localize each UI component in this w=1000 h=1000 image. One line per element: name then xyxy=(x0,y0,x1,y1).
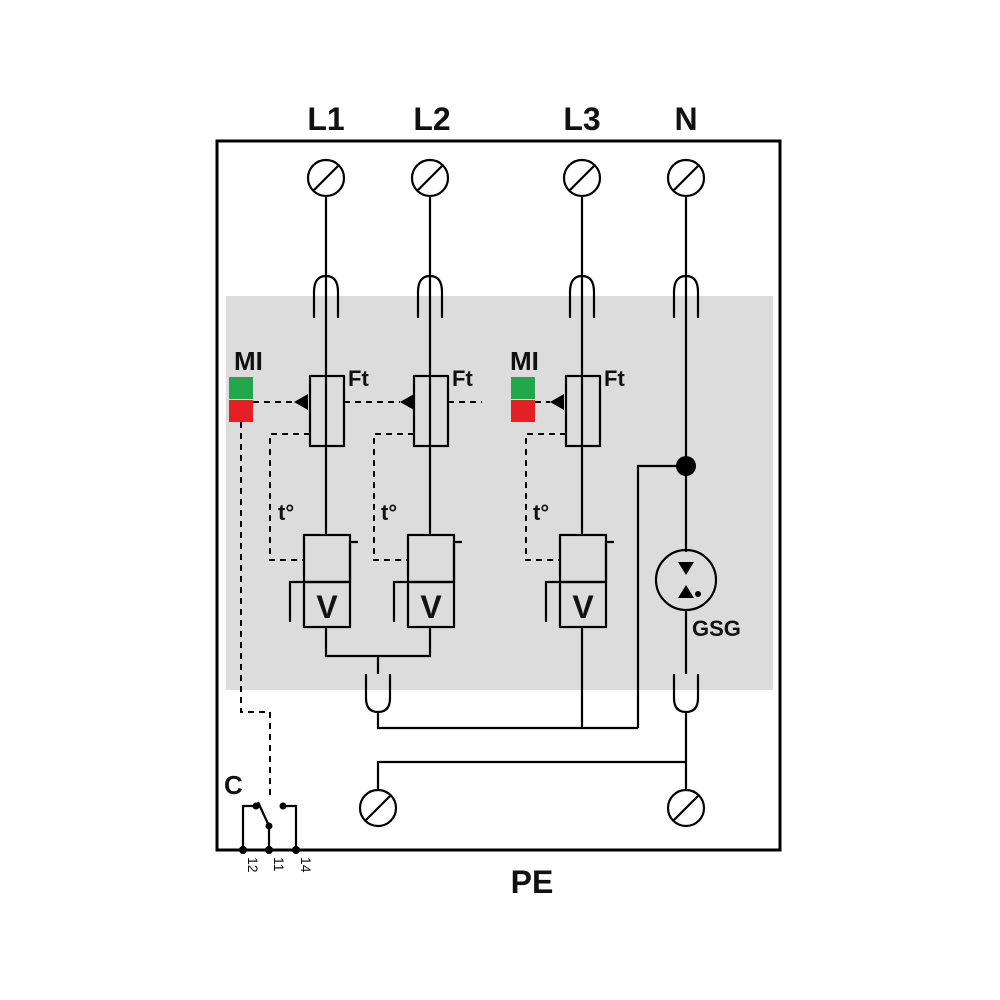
fuse-label-l3: Ft xyxy=(604,366,625,391)
contact-label: C xyxy=(224,770,243,800)
contact-pin-14: 14 xyxy=(298,857,314,873)
fuse-label-l2: Ft xyxy=(452,366,473,391)
contact-pin-12: 12 xyxy=(245,857,261,873)
varistor-label-l3: V xyxy=(572,589,594,625)
mi-label-right: MI xyxy=(510,346,539,376)
varistor-output-wires xyxy=(324,627,584,728)
mi-indicator-ok-right xyxy=(511,377,535,399)
remote-contact-switch xyxy=(239,801,300,854)
varistor-label-l1: V xyxy=(316,589,338,625)
thermal-coupling xyxy=(269,433,566,561)
gsg-label: GSG xyxy=(692,616,741,641)
plug-socket-top xyxy=(312,274,700,318)
fuse-to-varistor-wires xyxy=(324,446,584,535)
n-junction xyxy=(636,456,696,728)
thermal-label-l1: t° xyxy=(278,500,294,525)
phase-wires xyxy=(324,196,688,552)
contact-pin-11: 11 xyxy=(271,857,287,872)
varistor-label-l2: V xyxy=(420,589,442,625)
screw-terminal-pe-right xyxy=(666,788,706,828)
mi-indicator-ok-left xyxy=(229,377,253,399)
protection-module-area xyxy=(226,296,773,690)
thermal-label-l3: t° xyxy=(533,500,549,525)
indicator-linkage xyxy=(240,401,550,800)
return-bus xyxy=(376,712,688,790)
fuse-label-l1: Ft xyxy=(348,366,369,391)
terminal-label-l2: L2 xyxy=(413,101,450,137)
screw-terminal-pe-left xyxy=(358,788,398,828)
terminal-label-l1: L1 xyxy=(307,101,344,137)
terminal-label-n: N xyxy=(674,101,697,137)
mi-indicator-fault-right xyxy=(511,400,535,422)
mi-label-left: MI xyxy=(234,346,263,376)
terminal-label-l3: L3 xyxy=(563,101,600,137)
mi-indicator-fault-left xyxy=(229,400,253,422)
thermal-label-l2: t° xyxy=(381,500,397,525)
terminal-label-pe: PE xyxy=(511,864,554,900)
